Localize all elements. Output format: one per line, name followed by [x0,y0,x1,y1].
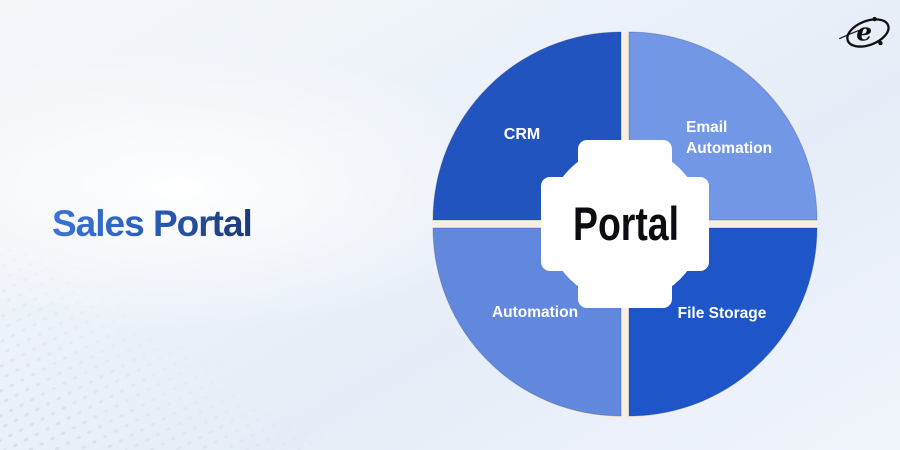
halftone-dots-decoration [0,119,416,450]
orbit-ellipse-icon [846,18,890,48]
orbit-dot-top-icon [872,16,877,22]
segment-label-email-line1: Email [686,119,727,136]
logo-letter: e [856,18,872,47]
logo-swoosh-tail-icon [838,29,862,40]
logo-svg: e [838,16,890,48]
segment-label-crm: CRM [504,126,540,143]
segment-label-automation: Automation [492,304,578,321]
orbit-dot-bottom-icon [878,40,883,46]
segment-label-email-line2: Automation [686,140,772,157]
center-badge: Portal [541,140,709,308]
center-badge-circle [547,146,703,302]
center-label: Portal [573,197,679,250]
segment-label-email-automation: Email Automation [686,119,772,157]
segment-label-file-storage: File Storage [678,305,767,322]
brand-logo: e [838,9,896,55]
sales-portal-diagram: Portal CRM Email Automation File Storage… [432,31,818,419]
page-title: Sales Portal [52,203,253,244]
